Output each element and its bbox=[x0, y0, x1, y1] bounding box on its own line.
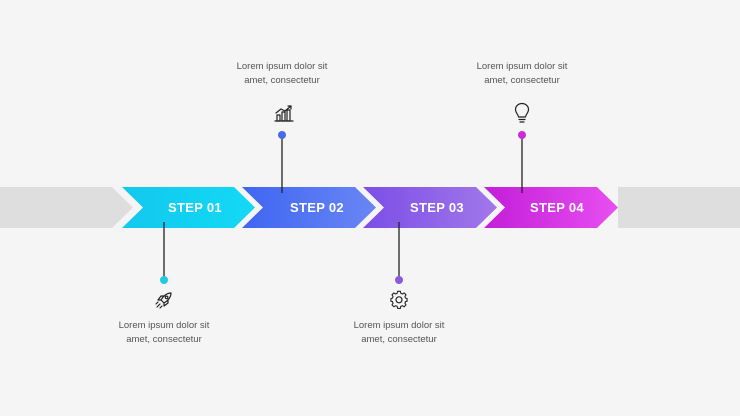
step-description-2-line1: Lorem ipsum dolor sit bbox=[236, 61, 328, 72]
step-label-1: STEP 01 bbox=[168, 200, 222, 215]
step-label-2: STEP 02 bbox=[290, 200, 344, 215]
connector-dot-1 bbox=[160, 276, 168, 284]
step-description-1: Lorem ipsum dolor sit amet, consectetur bbox=[89, 319, 239, 347]
step-label-4: STEP 04 bbox=[530, 200, 584, 215]
step-description-4-line1: Lorem ipsum dolor sit bbox=[476, 61, 568, 72]
growth-chart-icon bbox=[274, 105, 294, 122]
timeline-track-tip bbox=[0, 187, 133, 228]
connector-4 bbox=[518, 131, 526, 193]
step-description-1-line1: Lorem ipsum dolor sit bbox=[118, 320, 210, 331]
step-arrow-3: STEP 03 bbox=[363, 187, 497, 228]
step-arrow-4: STEP 04 bbox=[484, 187, 618, 228]
connector-dot-2 bbox=[278, 131, 286, 139]
connector-2 bbox=[278, 131, 286, 193]
step-description-3: Lorem ipsum dolor sit amet, consectetur bbox=[324, 319, 474, 347]
step-arrow-1: STEP 01 bbox=[122, 187, 255, 228]
step-description-1-line2: amet, consectetur bbox=[126, 334, 202, 345]
connector-1 bbox=[160, 222, 168, 284]
connector-dot-3 bbox=[395, 276, 403, 284]
connector-dot-4 bbox=[518, 131, 526, 139]
gear-icon bbox=[390, 290, 408, 309]
step-description-2: Lorem ipsum dolor sit amet, consectetur bbox=[207, 60, 357, 88]
step-description-3-line1: Lorem ipsum dolor sit bbox=[353, 320, 445, 331]
timeline-track-right bbox=[618, 187, 740, 228]
step-description-3-line2: amet, consectetur bbox=[361, 334, 437, 345]
step-description-4-line2: amet, consectetur bbox=[484, 75, 560, 86]
lightbulb-icon bbox=[514, 102, 530, 123]
step-arrow-2: STEP 02 bbox=[242, 187, 376, 228]
connector-3 bbox=[395, 222, 403, 284]
rocket-icon bbox=[155, 292, 172, 309]
step-description-4: Lorem ipsum dolor sit amet, consectetur bbox=[447, 60, 597, 88]
step-label-3: STEP 03 bbox=[410, 200, 464, 215]
step-description-2-line2: amet, consectetur bbox=[244, 75, 320, 86]
